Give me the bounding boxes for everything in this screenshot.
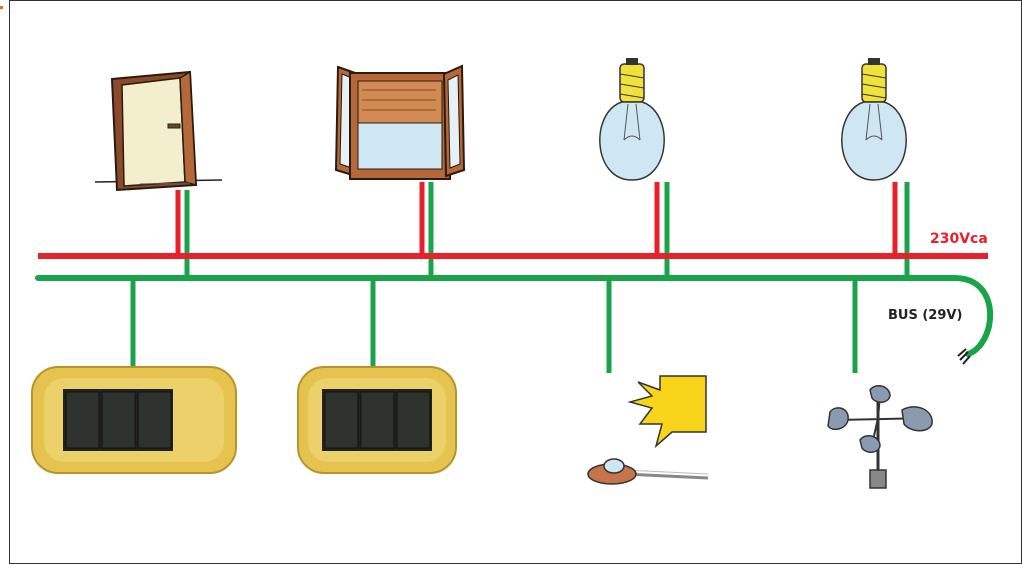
door-icon bbox=[94, 70, 223, 192]
lightbulb-icon bbox=[841, 58, 907, 181]
lightbulb-icon bbox=[599, 58, 665, 181]
corner-marker bbox=[0, 6, 3, 9]
power-line-label: 230Vca bbox=[930, 231, 988, 247]
power-drops bbox=[175, 182, 898, 255]
wall-switch-icon bbox=[31, 366, 237, 474]
bus-drops-bottom bbox=[130, 278, 858, 373]
light-sensor-icon bbox=[587, 375, 709, 485]
bus-drops-top bbox=[184, 182, 910, 278]
window-icon bbox=[334, 64, 466, 180]
wall-switch-icon bbox=[297, 366, 457, 474]
bus-line-end-connector bbox=[957, 348, 971, 365]
bus-line-label: BUS (29V) bbox=[888, 308, 963, 323]
anemometer-icon bbox=[827, 385, 933, 489]
bus-line bbox=[35, 275, 994, 357]
